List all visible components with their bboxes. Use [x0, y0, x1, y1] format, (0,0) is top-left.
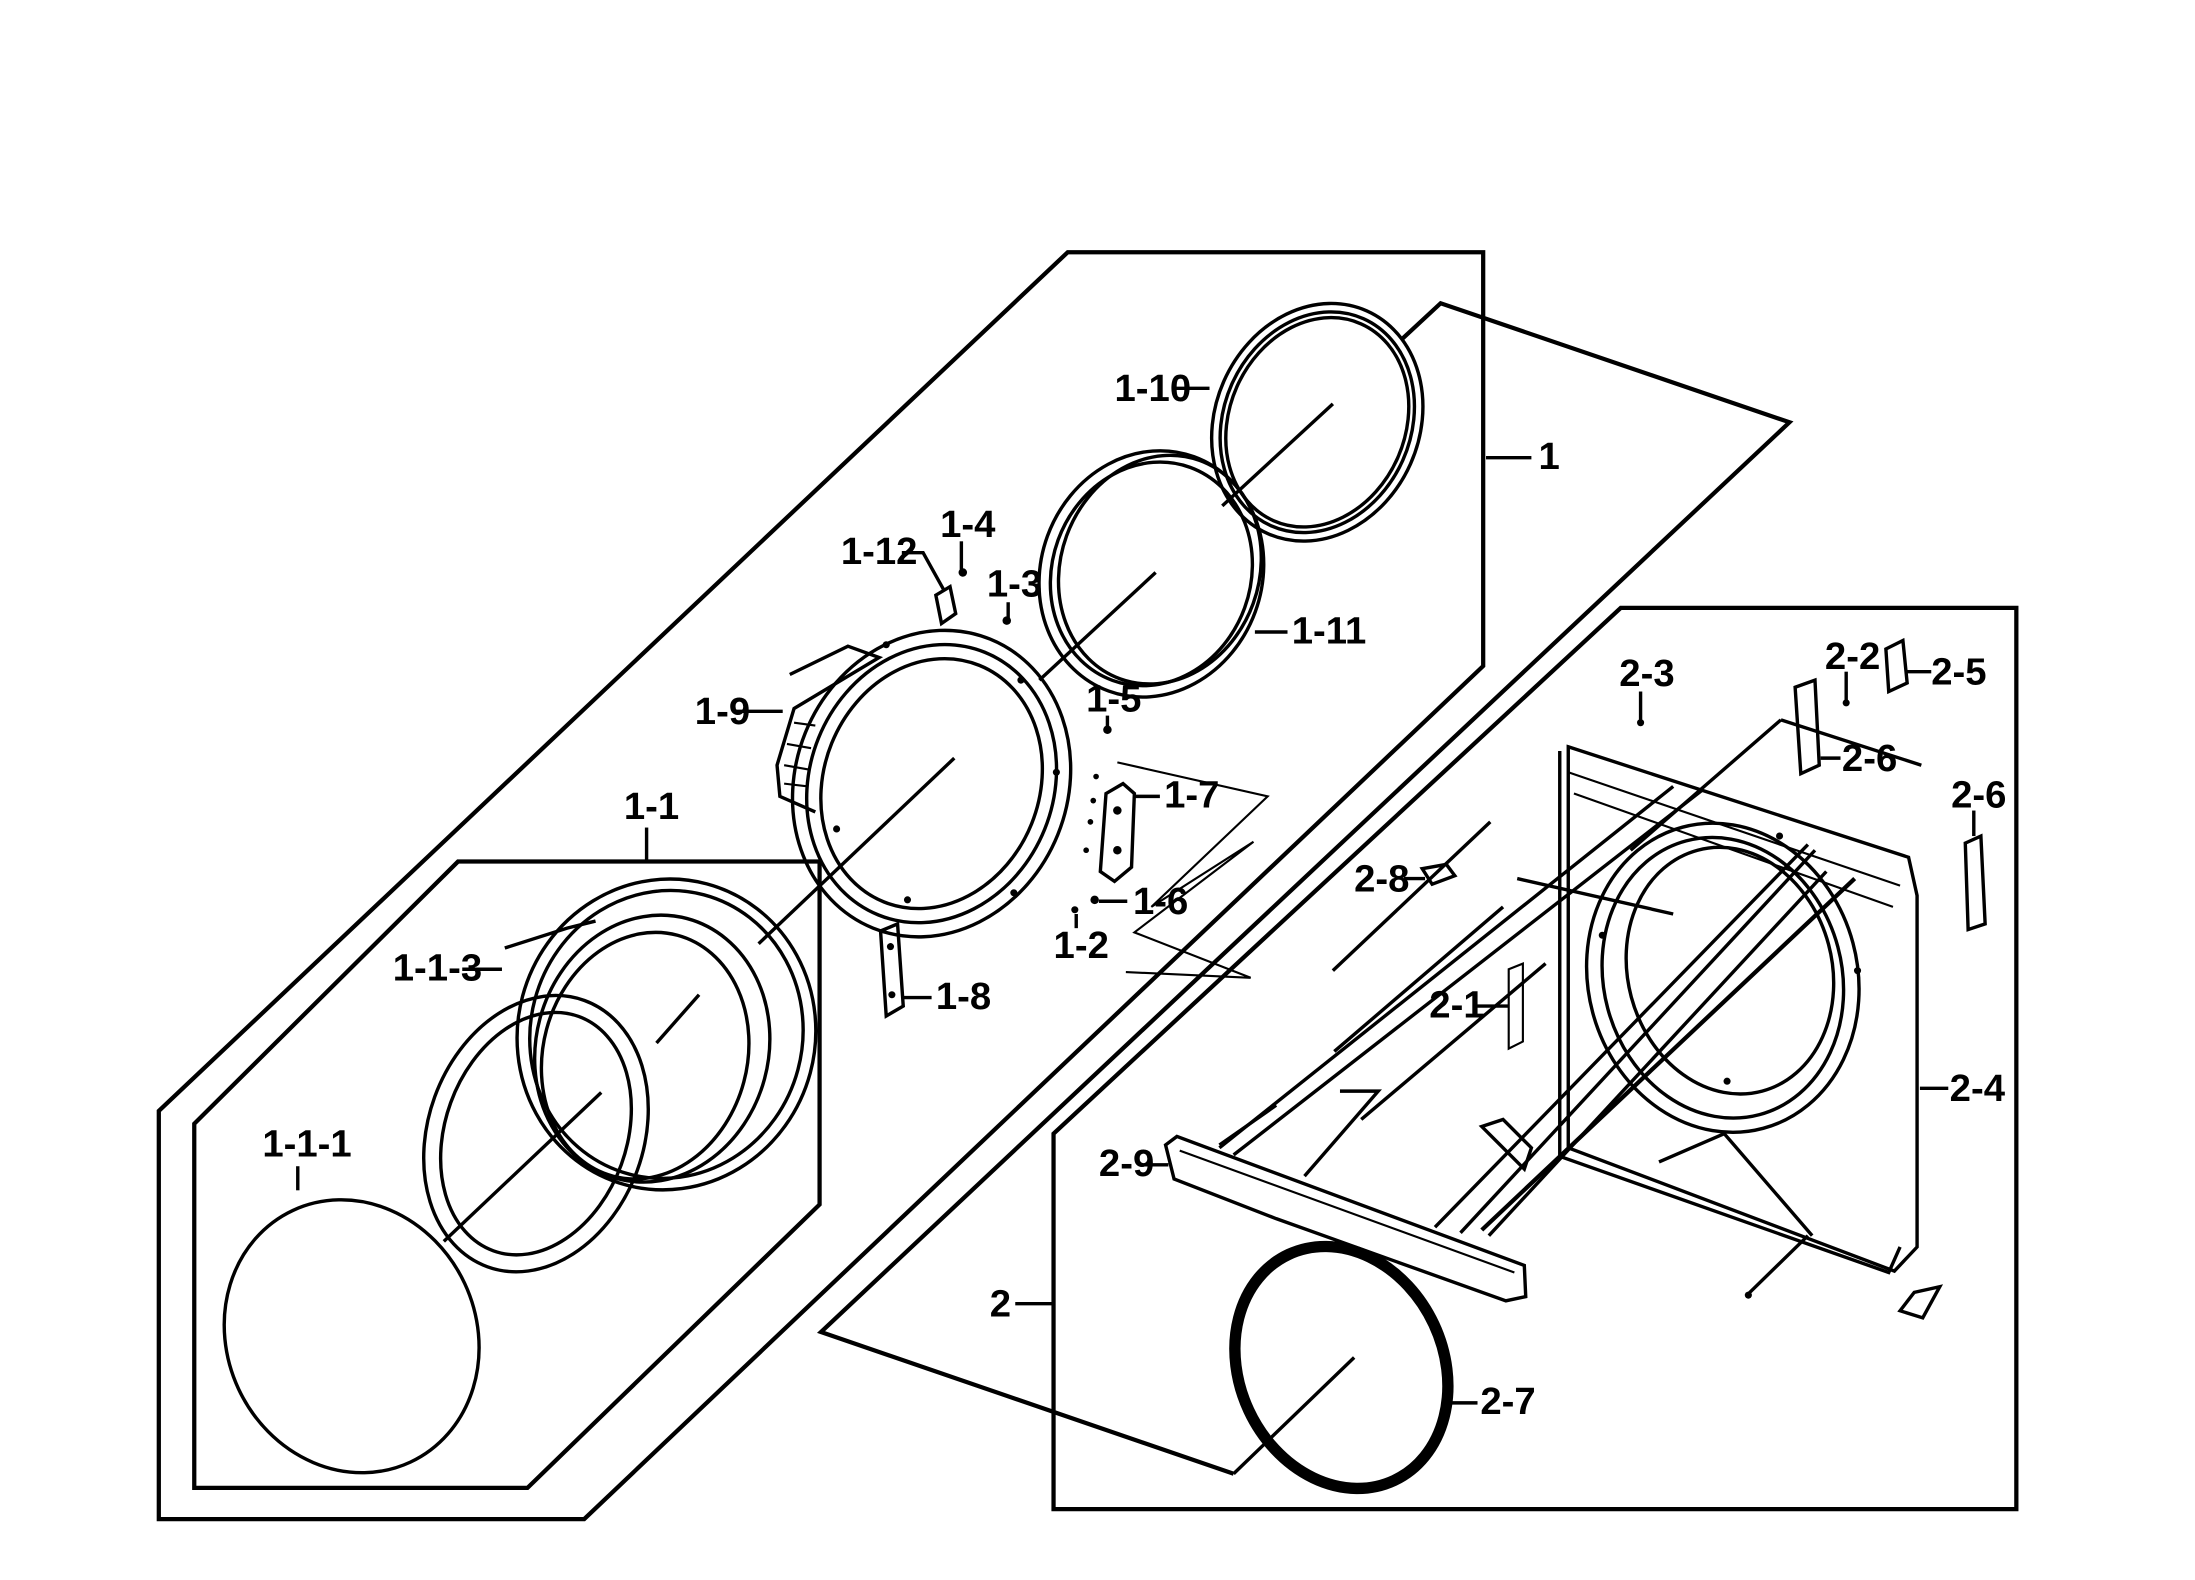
group-2-frame: [1051, 605, 2019, 1512]
label-1-5: 1-5: [1086, 677, 1141, 720]
part-2-1-rail: [1507, 962, 1524, 1051]
part-2-2-screw: [1842, 699, 1850, 707]
part-2-vent-left: [1478, 1117, 1534, 1173]
part-1-1-3-door-ring: [422, 993, 650, 1274]
part-1-4-screw: [958, 568, 968, 577]
label-2-6-side: 2-6: [1951, 774, 2006, 817]
part-1-5-screw: [1103, 725, 1112, 735]
label-1-6: 1-6: [1133, 880, 1188, 923]
label-1-1: 1-1: [624, 785, 679, 828]
group-1-frame: [156, 250, 1486, 1522]
part-2-9-handle-bar: [1163, 1134, 1528, 1303]
label-1-1-1: 1-1-1: [262, 1122, 351, 1165]
part-2-6-bracket-side: [1963, 833, 1987, 932]
part-2-6-bracket-top: [1793, 677, 1821, 777]
hinge-bracket-outline: [1117, 761, 1270, 979]
label-1-8: 1-8: [936, 975, 991, 1018]
label-1-3: 1-3: [987, 563, 1042, 606]
part-2-vent-right: [1897, 1284, 1944, 1320]
label-2-7: 2-7: [1480, 1380, 1535, 1423]
label-1: 1: [1538, 435, 1559, 478]
group-1-bracket: [816, 300, 1794, 1476]
label-1-10: 1-10: [1115, 367, 1192, 410]
part-1-8-hinge-plate: [878, 921, 906, 1019]
label-1-2: 1-2: [1054, 924, 1109, 967]
part-2-4-front-panel: [1558, 744, 1919, 1275]
part-1-1-door-outer: [504, 877, 818, 1192]
explode-axis-lines: [442, 402, 1922, 1475]
callout-leaders: [296, 386, 1976, 1405]
part-2-5-holder: [1884, 637, 1909, 695]
part-1-10-door-gasket: [1209, 301, 1425, 543]
label-2-6-top: 2-6: [1842, 737, 1897, 780]
label-2-2: 2-2: [1825, 635, 1880, 678]
label-1-7: 1-7: [1164, 774, 1219, 817]
part-1-7-hinge: [1083, 773, 1137, 884]
label-2-1: 2-1: [1429, 983, 1484, 1026]
part-1-9-door-frame: [775, 628, 1073, 939]
label-2: 2: [990, 1282, 1011, 1325]
label-2-4: 2-4: [1950, 1067, 2006, 1110]
label-2-9: 2-9: [1099, 1142, 1154, 1185]
label-1-4: 1-4: [940, 503, 996, 546]
label-1-11: 1-11: [1292, 609, 1367, 652]
label-2-5: 2-5: [1931, 650, 1986, 693]
label-2-8: 2-8: [1354, 857, 1409, 900]
part-1-6-screw: [1090, 895, 1099, 905]
part-1-3-screw: [1002, 616, 1012, 625]
part-1-2-screw: [1071, 906, 1079, 914]
label-1-9: 1-9: [695, 690, 750, 733]
label-2-3: 2-3: [1619, 652, 1674, 695]
label-1-1-3: 1-1-3: [393, 947, 482, 990]
part-2-9-handle-detail: [1179, 1149, 1515, 1274]
part-2-3-screw: [1637, 719, 1645, 727]
label-1-12: 1-12: [841, 530, 918, 573]
part-1-12-latch: [933, 583, 958, 627]
part-1-1-1-door-glass: [222, 1198, 481, 1475]
part-2-7-seal-ring: [1229, 1240, 1454, 1495]
part-1-11-glass-ring: [1037, 449, 1266, 699]
callout-labels: 1 1-1 1-1-1 1-1-3 1-2 1-3 1-4 1-5 1-6 1-…: [262, 367, 2006, 1423]
